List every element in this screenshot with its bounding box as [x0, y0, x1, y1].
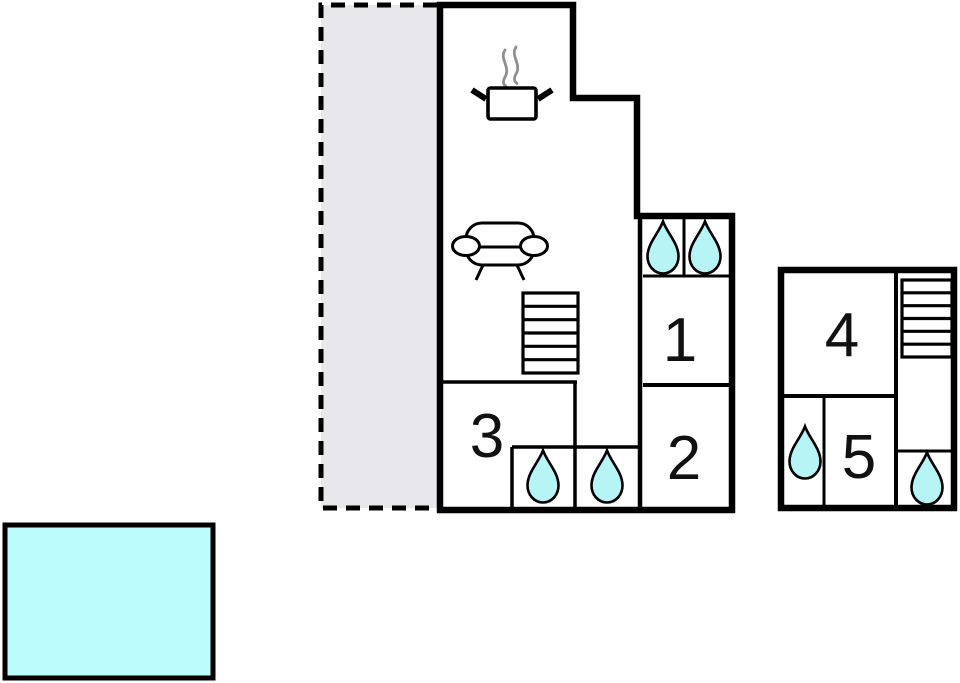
pool: [2, 522, 216, 681]
main-building: 1 2 3: [436, 1, 736, 514]
water-drop-icon: [910, 448, 944, 506]
steam-line-left: [501, 48, 509, 88]
stairs-icon: [900, 278, 954, 359]
stairs-treads: [523, 304, 578, 362]
sofa-icon: [451, 221, 549, 281]
pot-handle-right: [536, 87, 554, 102]
room-3-label: 3: [470, 402, 504, 471]
terrace-dashed-border: [318, 2, 437, 511]
pot-body: [486, 86, 538, 121]
room-4-label: 4: [825, 301, 859, 370]
stairs-icon: [521, 291, 580, 375]
room-5-label: 5: [842, 423, 876, 492]
water-drop-icon: [788, 422, 822, 480]
terrace-area: [321, 5, 437, 508]
terrace: [318, 2, 437, 511]
water-drop-icon: [646, 217, 680, 275]
room-1-label: 1: [663, 306, 697, 375]
annex-building: 4 5: [777, 266, 958, 512]
sofa-armrest-left: [451, 235, 481, 257]
pot-steam-icon: [470, 45, 554, 121]
steam-line-right: [512, 45, 520, 85]
pot-handle-left: [470, 87, 488, 102]
pool-area: [2, 522, 216, 681]
sofa-armrest-right: [519, 235, 549, 257]
water-drop-icon: [590, 446, 624, 504]
water-drop-icon: [526, 446, 560, 504]
stairs-treads: [902, 291, 952, 346]
room-2-label: 2: [667, 424, 701, 493]
water-drop-icon: [688, 217, 722, 275]
